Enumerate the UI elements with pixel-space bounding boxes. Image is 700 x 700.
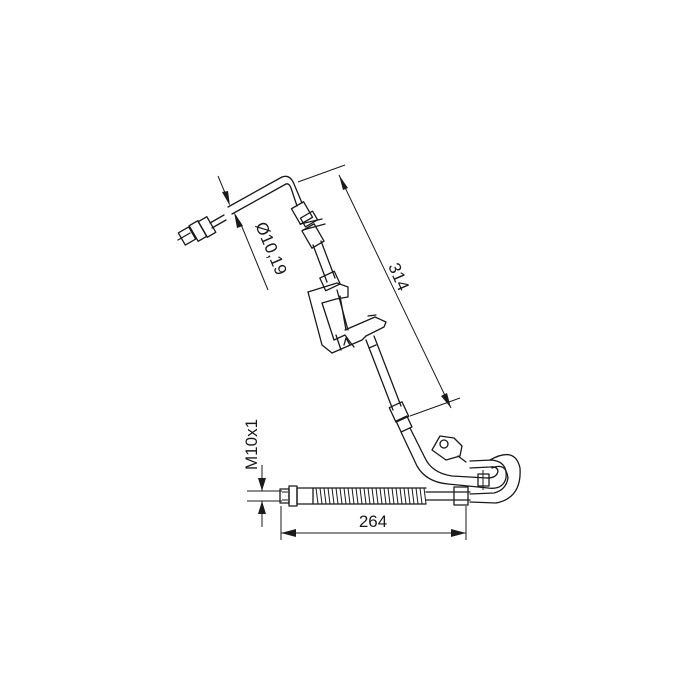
hose-rib [375, 487, 379, 505]
hose-rib [343, 487, 347, 505]
thread-dimension: M10x1 [242, 419, 282, 527]
bottom-hose [279, 485, 471, 507]
hose-rib [395, 487, 399, 505]
hose-rib [391, 487, 395, 505]
hose-rib [367, 487, 371, 505]
hose-rib [327, 487, 331, 505]
hose-rib [355, 487, 359, 505]
upper-pipe [227, 175, 303, 215]
hose-rib [323, 487, 327, 505]
hose-rib [419, 487, 423, 505]
hose-corrugation [315, 487, 427, 505]
hose-rib [371, 487, 375, 505]
mounting-bracket [307, 282, 387, 354]
lower-pipe-loop [400, 427, 521, 504]
hose-rib [319, 487, 323, 505]
thread-label: M10x1 [242, 419, 261, 470]
middle-hose [365, 335, 413, 433]
hose-rib [363, 487, 367, 505]
length-label-264: 264 [359, 512, 387, 531]
hose-rib [415, 487, 419, 505]
length-dimension-314: 314 [297, 164, 461, 417]
hose-rib [347, 487, 351, 505]
hose-rib [403, 487, 407, 505]
hose-rib [411, 487, 415, 505]
hose-rib [359, 487, 363, 505]
hose-rib [351, 487, 355, 505]
hose-rib [383, 487, 387, 505]
hose-rib [387, 487, 391, 505]
hose-rib [335, 487, 339, 505]
upper-hose-fitting [290, 201, 341, 292]
hose-rib [423, 487, 427, 505]
hose-rib [407, 487, 411, 505]
length-label-314: 314 [384, 260, 413, 294]
pipe-end-fitting [177, 214, 227, 246]
hose-rib [315, 487, 319, 505]
hose-rib [379, 487, 383, 505]
hose-rib [339, 487, 343, 505]
hose-rib [399, 487, 403, 505]
diameter-label: Ø10,19 [251, 219, 290, 278]
length-dimension-264: 264 [280, 506, 467, 540]
hose-rib [331, 487, 335, 505]
